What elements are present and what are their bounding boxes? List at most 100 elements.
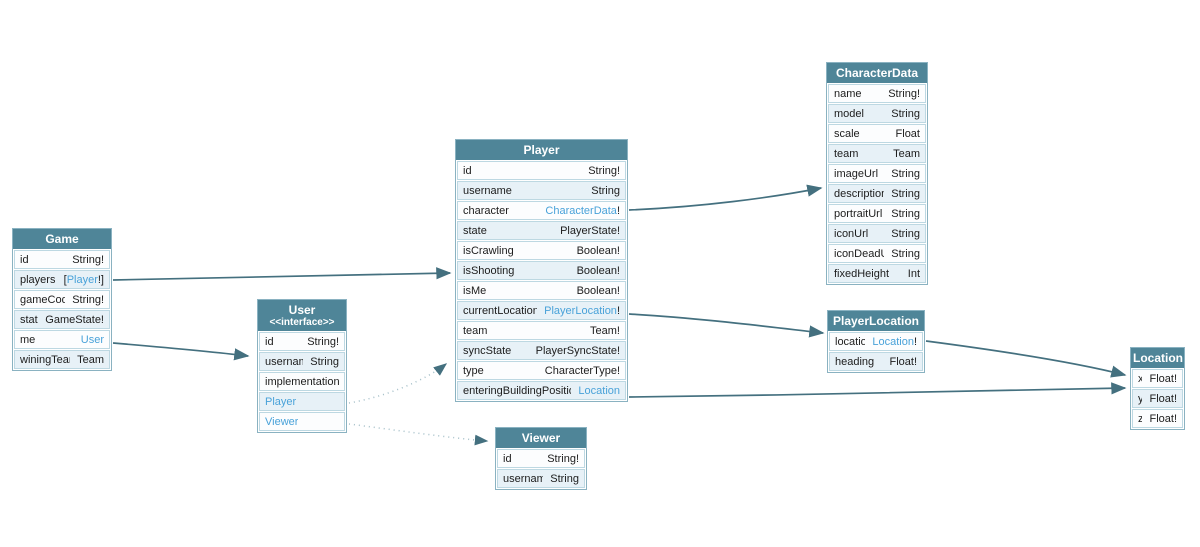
entity-header[interactable]: Game xyxy=(13,229,111,249)
type-link[interactable]: Location xyxy=(872,335,914,348)
type-text: String xyxy=(891,227,920,240)
field-row[interactable]: gameCodeString! xyxy=(14,290,110,309)
field-type: PlayerLocation! xyxy=(544,305,620,317)
entity-user[interactable]: User<<interface>>idString!usernameString… xyxy=(257,299,347,433)
field-type: GameState! xyxy=(45,314,104,326)
field-type: String xyxy=(550,473,579,485)
arrow-player-enteringbuildingposition-to-location xyxy=(628,382,1127,398)
field-name: state xyxy=(463,224,487,237)
field-name: team xyxy=(834,147,859,160)
field-list: idString!players[Player!]gameCodeString!… xyxy=(13,249,111,370)
field-name: enteringBuildingPosition xyxy=(463,384,572,397)
type-link[interactable]: Player xyxy=(66,273,98,286)
field-row[interactable]: imageUrl String xyxy=(828,164,926,183)
field-type: Boolean! xyxy=(577,285,620,297)
type-text: Float xyxy=(895,127,920,140)
entity-playerlocation[interactable]: PlayerLocationlocationLocation!headingFl… xyxy=(827,310,925,373)
entity-header[interactable]: Viewer xyxy=(496,428,586,448)
field-type: Team xyxy=(893,148,920,160)
type-text: String! xyxy=(588,164,620,177)
field-row[interactable]: implementations xyxy=(259,372,345,391)
field-row[interactable]: locationLocation! xyxy=(829,332,923,351)
type-text: Boolean! xyxy=(576,284,620,297)
entity-header[interactable]: User<<interface>> xyxy=(258,300,346,331)
field-name: isMe xyxy=(463,284,487,297)
type-link[interactable]: PlayerLocation xyxy=(544,304,617,317)
entity-header[interactable]: Location xyxy=(1131,348,1184,368)
entity-subtitle: <<interface>> xyxy=(269,317,335,328)
field-name: z xyxy=(1138,412,1143,425)
field-row[interactable]: Viewer xyxy=(259,412,345,431)
field-row[interactable]: iconDeadUrlString xyxy=(828,244,926,263)
entity-header[interactable]: CharacterData xyxy=(827,63,927,83)
field-row[interactable]: isMe Boolean! xyxy=(457,281,626,300)
type-text: String! xyxy=(547,452,579,465)
field-row[interactable]: team Team xyxy=(828,144,926,163)
field-name-link[interactable]: Viewer xyxy=(265,415,299,428)
type-link[interactable]: User xyxy=(80,333,104,346)
field-row[interactable]: z Float! xyxy=(1132,409,1183,428)
field-type: Float xyxy=(896,128,920,140)
type-link[interactable]: Location xyxy=(578,384,620,397)
field-row[interactable]: enteringBuildingPosition Location xyxy=(457,381,626,400)
field-name-link[interactable]: Player xyxy=(265,395,297,408)
type-text: !] xyxy=(97,273,104,286)
type-text: String! xyxy=(72,293,104,306)
field-name: type xyxy=(463,364,484,377)
field-row[interactable]: winingTeamTeam xyxy=(14,350,110,369)
field-type: String! xyxy=(72,294,104,306)
field-type: PlayerState! xyxy=(560,225,620,237)
type-link[interactable]: CharacterData xyxy=(545,204,617,217)
field-name: state xyxy=(20,313,38,326)
entity-header[interactable]: Player xyxy=(456,140,627,160)
field-type: String! xyxy=(72,254,104,266)
type-text: PlayerState! xyxy=(560,224,620,237)
arrow-user-player-to-player xyxy=(348,363,448,404)
field-name: imageUrl xyxy=(834,167,879,180)
type-text: Float! xyxy=(1149,412,1177,425)
field-row[interactable]: state GameState! xyxy=(14,310,110,329)
field-type: Int xyxy=(908,268,920,280)
type-text: String xyxy=(591,184,620,197)
entity-header[interactable]: PlayerLocation xyxy=(828,311,924,331)
entity-game[interactable]: GameidString!players[Player!]gameCodeStr… xyxy=(12,228,112,371)
field-type: String xyxy=(891,168,920,180)
field-type: Float! xyxy=(889,356,917,368)
field-row[interactable]: state PlayerState! xyxy=(457,221,626,240)
field-name: name xyxy=(834,87,862,100)
type-text: ! xyxy=(913,335,917,348)
field-row[interactable]: players[Player!] xyxy=(14,270,110,289)
field-row[interactable]: Player xyxy=(259,392,345,411)
